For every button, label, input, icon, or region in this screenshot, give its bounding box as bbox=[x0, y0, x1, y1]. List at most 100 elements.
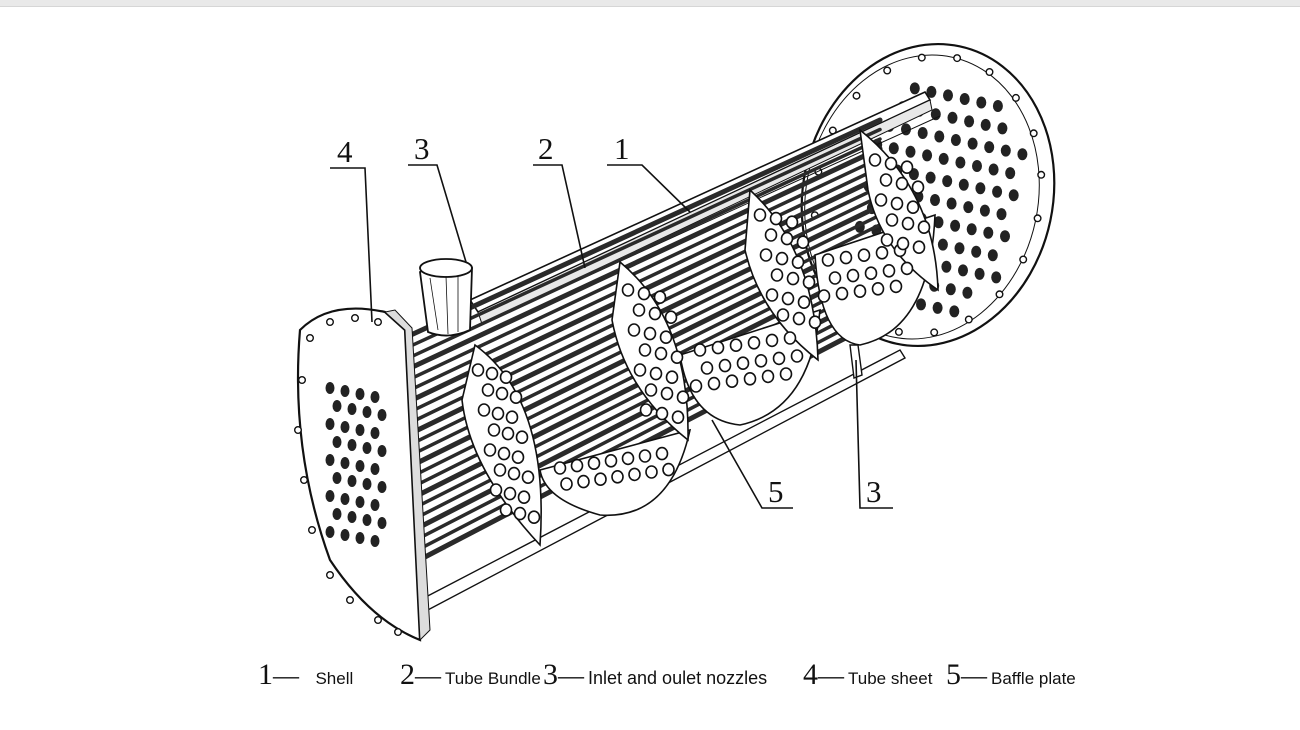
baffle-hole bbox=[700, 361, 714, 375]
baffle-hole bbox=[917, 220, 931, 234]
baffle-hole bbox=[785, 215, 799, 229]
tube-hole bbox=[947, 111, 958, 124]
baffle-hole bbox=[906, 200, 920, 214]
bolt-hole bbox=[351, 314, 360, 323]
tube-hole bbox=[955, 156, 966, 169]
callout-leaders bbox=[330, 164, 893, 509]
legend-number: 3 bbox=[543, 658, 558, 691]
tube-hole bbox=[984, 141, 995, 154]
legend-item-nozzles: 3—Inlet and oulet nozzles bbox=[543, 658, 767, 692]
tube-hole bbox=[992, 100, 1003, 112]
baffle-hole bbox=[729, 338, 743, 353]
baffle-hole bbox=[521, 470, 535, 485]
tube-hole bbox=[926, 85, 937, 98]
baffle-hole bbox=[553, 461, 567, 475]
baffle-hole bbox=[900, 160, 914, 174]
baffle-hole bbox=[471, 363, 485, 377]
tube-hole bbox=[362, 442, 372, 454]
tube-hole bbox=[1008, 189, 1019, 202]
tube-hole bbox=[958, 178, 969, 191]
bolt-hole bbox=[1037, 170, 1046, 179]
baffle-hole bbox=[509, 390, 523, 405]
tube-hole bbox=[958, 264, 968, 277]
baffle-hole bbox=[485, 366, 499, 381]
tube-hole bbox=[325, 418, 335, 430]
bolt-hole bbox=[953, 54, 962, 63]
tube-hole bbox=[922, 149, 933, 162]
tube-hole bbox=[943, 89, 953, 102]
baffle-hole bbox=[802, 275, 816, 290]
baffle-hole bbox=[828, 271, 842, 285]
baffle-hole bbox=[884, 156, 898, 171]
tube-hole bbox=[950, 134, 961, 146]
legend-dash: — bbox=[273, 661, 299, 690]
baffle-hole bbox=[497, 446, 511, 461]
tube bbox=[398, 137, 882, 364]
legend-item-baffle-plate: 5—Baffle plate bbox=[946, 658, 1076, 692]
callout-2: 2 bbox=[538, 131, 554, 166]
baffle-hole bbox=[857, 248, 871, 262]
tube-hole bbox=[925, 171, 936, 184]
baffle-hole bbox=[846, 268, 860, 283]
tube-hole bbox=[974, 267, 985, 280]
tube-hole bbox=[937, 238, 948, 251]
tube-hole bbox=[340, 493, 350, 505]
legend-item-shell: 1— Shell bbox=[258, 658, 353, 692]
baffle-hole bbox=[487, 423, 501, 437]
bolt-hole bbox=[298, 376, 307, 385]
baffle-hole bbox=[797, 295, 811, 310]
tube-hole bbox=[370, 463, 380, 475]
bolt-hole bbox=[985, 67, 994, 76]
tube-hole bbox=[355, 424, 365, 436]
tube-hole bbox=[992, 185, 1003, 198]
baffle-hole bbox=[780, 231, 794, 246]
baffle-hole bbox=[660, 386, 674, 401]
baffle-hole bbox=[912, 240, 926, 254]
legend-number: 4 bbox=[803, 658, 818, 691]
baffle-hole bbox=[901, 216, 915, 231]
baffle-hole bbox=[786, 271, 800, 286]
baffle-hole bbox=[517, 490, 531, 505]
callout-5: 5 bbox=[768, 474, 784, 509]
tube-hole bbox=[963, 201, 974, 214]
tube-hole bbox=[347, 439, 357, 451]
baffle-hole bbox=[676, 390, 690, 405]
tube-hole bbox=[355, 496, 365, 508]
tube-hole bbox=[1017, 148, 1028, 161]
tube-hole bbox=[976, 96, 987, 109]
baffle-hole bbox=[791, 255, 805, 270]
bolt-hole bbox=[326, 571, 335, 580]
tube-hole bbox=[355, 388, 365, 400]
bolt-hole bbox=[374, 616, 383, 625]
tube-hole bbox=[340, 385, 350, 397]
baffle-hole bbox=[644, 383, 658, 397]
baffle-hole bbox=[911, 180, 925, 194]
baffle-hole bbox=[879, 173, 893, 187]
baffle-hole bbox=[505, 410, 519, 425]
top-border bbox=[0, 0, 1300, 7]
baffle-hole bbox=[501, 426, 515, 441]
tube-hole bbox=[355, 460, 365, 472]
legend-label: Inlet and oulet nozzles bbox=[588, 668, 768, 688]
tube-hole bbox=[917, 127, 928, 139]
baffle-hole bbox=[633, 363, 647, 377]
baffle-hole bbox=[868, 153, 882, 167]
tube-hole bbox=[959, 93, 970, 105]
tube-hole bbox=[942, 175, 953, 188]
legend-label: Tube sheet bbox=[848, 669, 933, 688]
baffle-hole bbox=[645, 465, 658, 479]
bolt-hole bbox=[294, 426, 303, 435]
tube-hole bbox=[347, 403, 357, 415]
tube-hole bbox=[332, 436, 342, 448]
baffle-hole bbox=[885, 213, 899, 227]
baffle-hole bbox=[654, 346, 668, 361]
tube-hole bbox=[340, 457, 350, 469]
bolt-hole bbox=[374, 318, 383, 327]
baffle-hole bbox=[493, 463, 507, 477]
baffle-hole bbox=[790, 349, 804, 363]
tube-hole bbox=[1000, 230, 1010, 243]
baffle-hole bbox=[670, 350, 684, 365]
baffle-hole bbox=[503, 486, 517, 501]
tube-hole bbox=[347, 475, 357, 487]
